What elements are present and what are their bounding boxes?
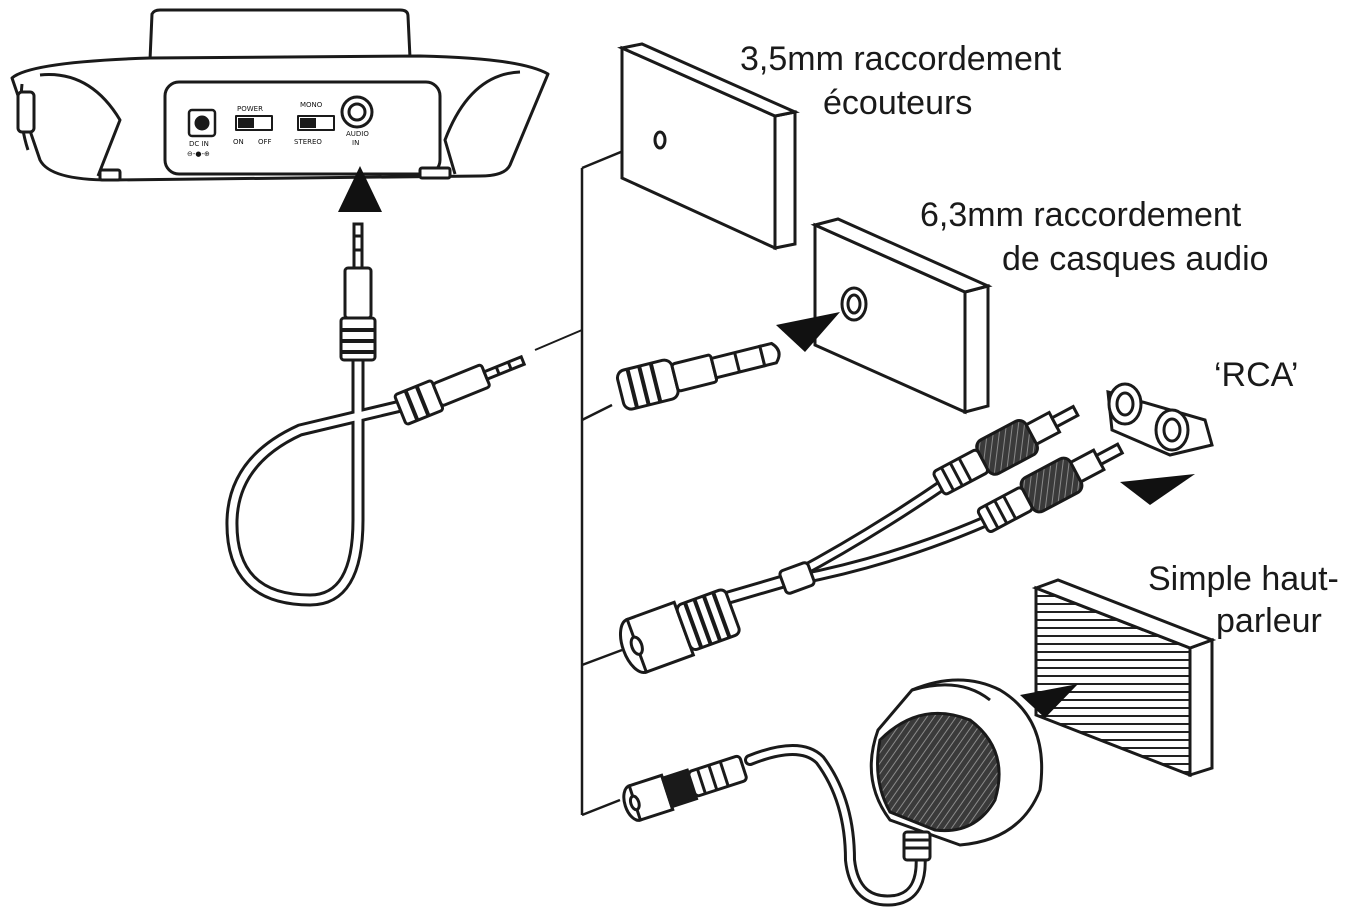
svg-text:POWER: POWER [237, 105, 263, 113]
label-3-5mm-line2: écouteurs [823, 84, 973, 122]
rca-cable [713, 474, 1006, 607]
svg-text:ON: ON [233, 138, 244, 146]
svg-text:DC IN: DC IN [189, 140, 209, 148]
arrow-left-icon [1020, 684, 1078, 718]
svg-text:STEREO: STEREO [294, 138, 322, 146]
base-unit-markings: DC IN ⊖-●-⊕ POWER ON OFF MONO STEREO AUD… [187, 101, 369, 158]
y-adapter-jack [619, 588, 741, 674]
speaker-panel [1031, 578, 1217, 778]
cable-splitter [778, 561, 816, 595]
rca-socket [1106, 382, 1214, 457]
bracket-line [580, 138, 651, 817]
label-3-5mm-line1: 3,5mm raccordement [740, 40, 1062, 78]
label-6-3mm-line2: de casques audio [1002, 240, 1269, 278]
label-6-3mm-line1: 6,3mm raccordement [920, 196, 1242, 234]
label-speaker-line1: Simple haut- [1148, 560, 1339, 598]
arrow-left-icon [776, 312, 840, 352]
adapter-6-3mm [615, 341, 781, 411]
arrow-up-icon [338, 166, 382, 212]
svg-text:OFF: OFF [258, 138, 272, 146]
rca-plug-lower [976, 442, 1125, 533]
speaker-cable [744, 744, 927, 907]
svg-text:AUDIO: AUDIO [346, 130, 369, 138]
audio-cable [225, 353, 412, 607]
svg-text:MONO: MONO [300, 101, 323, 109]
plug-horizontal [393, 354, 527, 426]
plug-vertical [339, 222, 377, 362]
rca-plug-upper [932, 404, 1080, 496]
mini-plug [622, 754, 748, 822]
svg-text:⊖-●-⊕: ⊖-●-⊕ [187, 150, 210, 158]
base-unit [10, 8, 550, 182]
label-speaker-line2: parleur [1216, 602, 1322, 640]
panel-3-5mm [617, 42, 800, 251]
connector-line [534, 329, 583, 351]
speaker-jack-strain [902, 830, 932, 862]
arrow-left-icon [1120, 474, 1195, 505]
panel-6-3mm [810, 217, 993, 415]
mono-speaker-adapter [869, 678, 1044, 847]
svg-text:IN: IN [352, 139, 359, 147]
label-rca: ‘RCA’ [1214, 356, 1299, 394]
